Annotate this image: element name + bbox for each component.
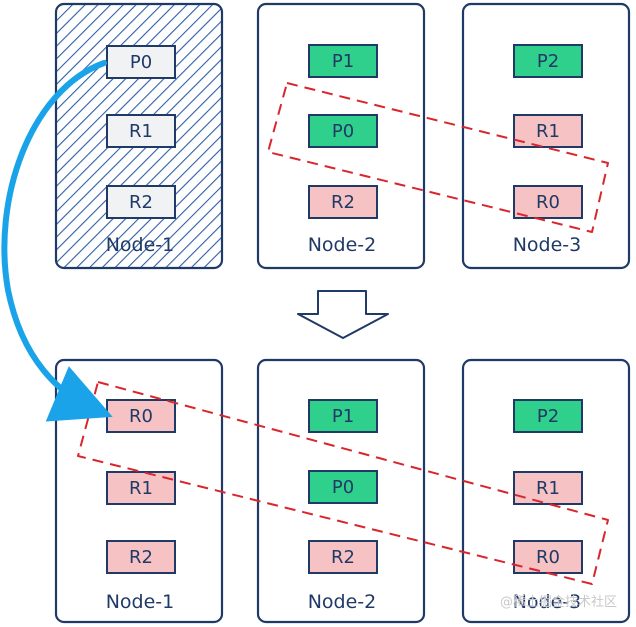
node-label: Node-2 [308,591,377,613]
shard-label: R0 [536,192,560,213]
shard-label: P0 [130,52,152,73]
shard-box [513,540,583,574]
node-label: Node-3 [513,234,582,256]
bottom-node-2: P1 P0 R2 Node-2 [256,358,426,624]
shard-box [308,114,378,148]
shard-box [106,399,176,433]
shard-label: P0 [332,121,354,142]
node-label: Node-1 [106,591,175,613]
shard-label: R2 [129,547,153,568]
bottom-node-3: P2 R1 R0 Node-3 [461,358,631,624]
watermark: @稀土掘金技术社区 [500,594,617,610]
shard-label: R1 [536,478,560,499]
top-node-2: P1 P0 R2 Node-2 [256,2,426,270]
top-node-1: P0 R1 R2 Node-1 [54,2,224,270]
shard-group-dashed-box [267,82,609,233]
bottom-row: R0 R1 R2 Node-1 P1 P0 R2 Node-2 P2 R1 [54,358,631,624]
shard-group-dashed-box [77,381,609,585]
shard-label: P1 [332,406,354,427]
shard-box [308,185,378,219]
shard-box [106,45,176,79]
shard-box [513,44,583,78]
top-row: P0 R1 R2 Node-1 P1 P0 R2 Node-2 P2 R1 [54,2,631,270]
shard-label: P2 [537,51,559,72]
shard-box [513,399,583,433]
shard-box [308,470,378,504]
shard-box [106,114,176,148]
shard-label: R2 [331,192,355,213]
node-label: Node-1 [106,234,175,256]
shard-box [106,185,176,219]
top-node-3: P2 R1 R0 Node-3 [461,2,631,270]
shard-box [106,540,176,574]
shard-label: R1 [536,121,560,142]
shard-box [513,185,583,219]
node-label: Node-2 [308,234,377,256]
shard-box [308,44,378,78]
shard-label: R1 [129,121,153,142]
shard-label: R2 [129,192,153,213]
down-arrow-icon [297,290,389,339]
shard-box [308,540,378,574]
shard-label: R1 [129,478,153,499]
shard-box [513,114,583,148]
shard-label: R2 [331,547,355,568]
reallocation-arrow [1,60,113,422]
node-label: Node-3 [513,591,582,613]
shard-label: P2 [537,406,559,427]
shard-label: R0 [129,406,153,427]
shard-label: P0 [332,477,354,498]
shard-label: R0 [536,547,560,568]
shard-label: P1 [332,51,354,72]
shard-box [308,399,378,433]
